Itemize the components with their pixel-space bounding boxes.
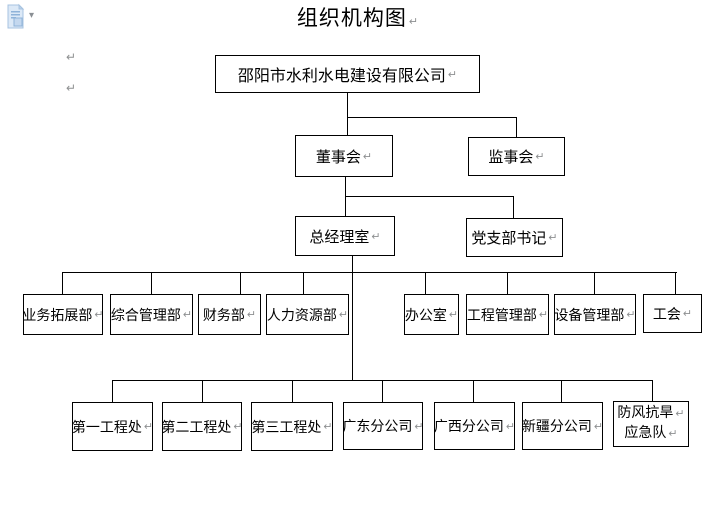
connector-line bbox=[594, 272, 595, 294]
connector-line bbox=[507, 272, 508, 294]
org-node-supervisory-board[interactable]: 监事会↵ bbox=[468, 137, 565, 176]
org-node-equipment-management[interactable]: 设备管理部↵ bbox=[554, 294, 636, 335]
org-node-human-resources[interactable]: 人力资源部↵ bbox=[266, 294, 349, 335]
org-node-engineering-management[interactable]: 工程管理部↵ bbox=[466, 294, 549, 335]
connector-line bbox=[473, 380, 474, 402]
paragraph-mark: ↵ bbox=[682, 308, 693, 320]
connector-line bbox=[347, 117, 517, 118]
org-node-company[interactable]: 邵阳市水利水电建设有限公司↵ bbox=[215, 55, 480, 93]
connector-line bbox=[292, 380, 293, 402]
org-node-first-engineering-division[interactable]: 第一工程处↵ bbox=[72, 402, 153, 451]
org-node-labor-union[interactable]: 工会↵ bbox=[643, 294, 702, 333]
org-node-finance[interactable]: 财务部↵ bbox=[198, 294, 261, 335]
connector-line bbox=[112, 380, 113, 402]
org-node-emergency-team[interactable]: 防风抗旱↵应急队↵ bbox=[613, 401, 689, 447]
paste-options-icon bbox=[7, 3, 25, 29]
org-node-guangxi-branch[interactable]: 广西分公司↵ bbox=[434, 402, 515, 450]
paragraph-mark: ↵ bbox=[505, 420, 516, 433]
paragraph-mark: ↵ bbox=[246, 309, 257, 321]
paragraph-mark: ↵ bbox=[233, 421, 243, 433]
org-node-second-engineering-division[interactable]: 第二工程处↵ bbox=[161, 402, 243, 451]
paragraph-mark: ↵ bbox=[94, 309, 104, 321]
paste-options-button[interactable]: ▾ bbox=[3, 2, 47, 34]
connector-line bbox=[561, 380, 562, 402]
org-node-guangdong-branch[interactable]: 广东分公司↵ bbox=[342, 402, 424, 450]
paragraph-mark: ↵ bbox=[548, 232, 558, 244]
paragraph-mark: ↵ bbox=[66, 81, 77, 95]
dropdown-arrow-icon[interactable]: ▾ bbox=[29, 10, 35, 21]
paragraph-mark: ↵ bbox=[408, 16, 420, 28]
paragraph-mark: ↵ bbox=[182, 309, 193, 321]
paragraph-mark: ↵ bbox=[593, 420, 604, 433]
connector-line bbox=[425, 272, 426, 294]
paragraph-mark: ↵ bbox=[323, 421, 333, 433]
connector-line bbox=[202, 380, 203, 402]
connector-line bbox=[347, 93, 348, 135]
paragraph-mark: ↵ bbox=[447, 68, 458, 81]
org-node-third-engineering-division[interactable]: 第三工程处↵ bbox=[251, 402, 333, 451]
page-title[interactable]: 组织机构图↵ bbox=[0, 2, 716, 32]
connector-line bbox=[303, 272, 304, 294]
paragraph-mark: ↵ bbox=[448, 309, 459, 321]
org-node-general-management[interactable]: 综合管理部↵ bbox=[110, 294, 193, 335]
paragraph-mark: ↵ bbox=[626, 309, 636, 321]
connector-line bbox=[345, 196, 514, 197]
paragraph-mark: ↵ bbox=[538, 309, 549, 321]
paragraph-mark: ↵ bbox=[362, 150, 373, 163]
paragraph-mark: ↵ bbox=[535, 151, 545, 163]
org-node-board-of-directors[interactable]: 董事会↵ bbox=[295, 135, 393, 177]
connector-line bbox=[516, 117, 517, 138]
connector-line bbox=[151, 272, 152, 294]
paragraph-mark: ↵ bbox=[414, 420, 424, 433]
connector-line bbox=[62, 272, 63, 294]
org-node-party-branch-secretary[interactable]: 党支部书记↵ bbox=[466, 218, 563, 257]
org-node-business-development[interactable]: 业务拓展部↵ bbox=[22, 294, 104, 335]
paragraph-mark: ↵ bbox=[338, 309, 349, 321]
org-node-xinjiang-branch[interactable]: 新疆分公司↵ bbox=[522, 402, 603, 450]
paragraph-mark: ↵ bbox=[668, 428, 678, 440]
connector-line bbox=[352, 256, 353, 380]
connector-line bbox=[652, 380, 653, 401]
paragraph-mark: ↵ bbox=[675, 408, 685, 420]
paragraph-mark: ↵ bbox=[143, 421, 154, 433]
page-title-text: 组织机构图 bbox=[296, 7, 407, 30]
connector-line bbox=[382, 380, 383, 402]
org-node-office[interactable]: 办公室↵ bbox=[404, 294, 459, 335]
connector-line bbox=[513, 196, 514, 218]
paragraph-mark: ↵ bbox=[371, 230, 381, 243]
org-node-general-manager-office[interactable]: 总经理室↵ bbox=[295, 216, 395, 256]
connector-line bbox=[240, 272, 241, 294]
connector-line bbox=[675, 272, 676, 294]
connector-line bbox=[62, 272, 677, 273]
paragraph-mark: ↵ bbox=[66, 50, 77, 64]
